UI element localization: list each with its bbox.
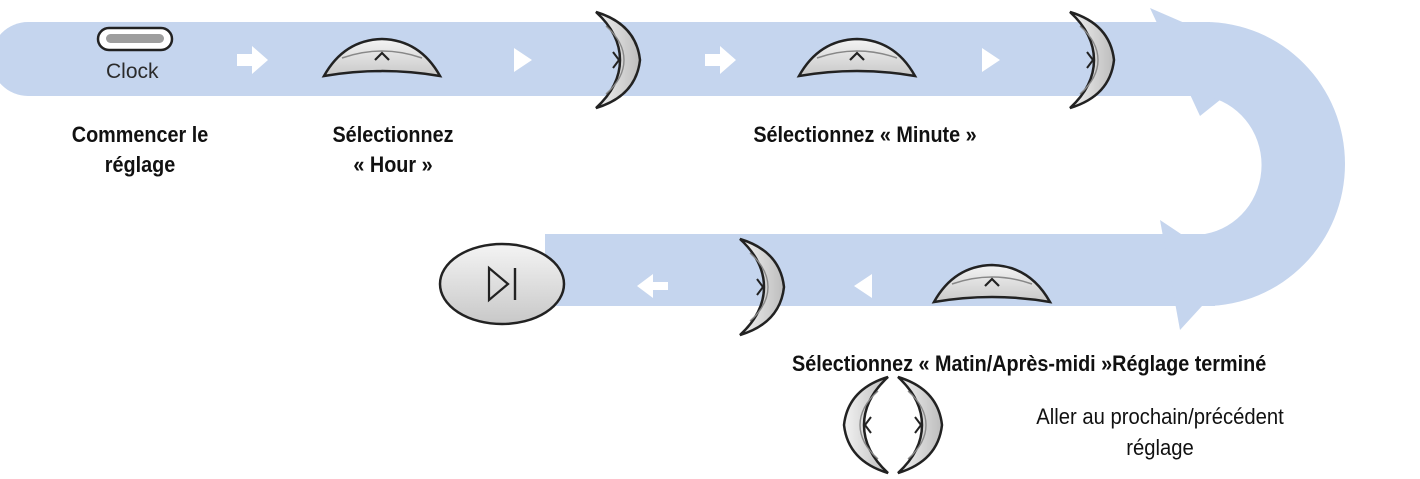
clock-button-label: Clock: [106, 60, 159, 83]
clock-button-icon: [96, 26, 174, 52]
play-pause-button-icon: [438, 242, 566, 326]
right-button-icon: [595, 10, 642, 110]
arrow-right-icon: [705, 46, 736, 74]
right-button-icon: [739, 237, 786, 337]
up-button-icon: [931, 263, 1053, 304]
step-done-label: Réglage terminé: [1112, 351, 1267, 376]
right-button-icon: [897, 375, 944, 475]
triangle-left-icon: [854, 274, 872, 298]
step-ampm-done-label: Sélectionnez « Matin/Après-midi »Réglage…: [792, 349, 1266, 379]
step-start-line-2: réglage: [104, 152, 176, 177]
arrow-left-icon: [637, 274, 668, 298]
step-minute-label: Sélectionnez « Minute »: [753, 122, 977, 147]
legend-line-1: Aller au prochain/précédent: [1036, 404, 1284, 429]
arrow-right-icon: [237, 46, 268, 74]
step-ampm-label: Sélectionnez « Matin/Après-midi »: [792, 351, 1113, 376]
right-button-icon: [1069, 10, 1116, 110]
legend-line-2: réglage: [1126, 435, 1194, 460]
step-start-line-1: Commencer le: [71, 122, 209, 147]
step-hour-label: Sélectionnez « Hour »: [294, 120, 492, 180]
triangle-right-icon: [982, 48, 1000, 72]
up-button-icon: [796, 37, 918, 78]
step-start-label: Commencer le réglage: [41, 120, 239, 180]
step-hour-line-1: Sélectionnez: [332, 122, 454, 147]
flow-band: [0, 8, 1345, 330]
legend-text: Aller au prochain/précédent réglage: [985, 401, 1335, 463]
left-button-icon: [842, 375, 889, 475]
step-hour-line-2: « Hour »: [353, 152, 433, 177]
up-button-icon: [321, 37, 443, 78]
triangle-right-icon: [514, 48, 532, 72]
